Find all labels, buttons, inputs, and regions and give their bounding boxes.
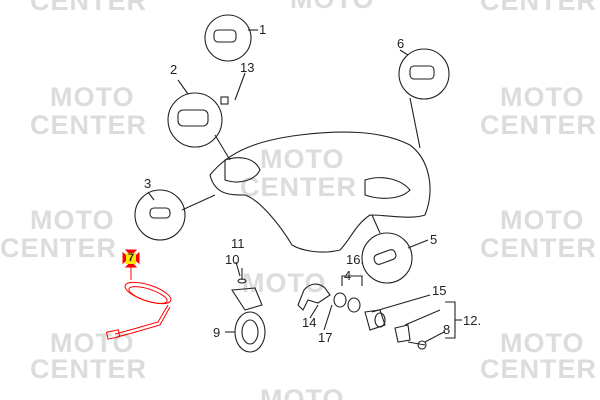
- watermark-text: CENTER: [480, 110, 598, 140]
- detail-circle-1: [204, 14, 252, 62]
- horn-part: [225, 261, 266, 353]
- watermark-text: MOTO: [242, 268, 327, 298]
- callout-15[interactable]: 15: [432, 283, 447, 298]
- watermark-text: CENTER: [30, 110, 148, 140]
- callout-7-selected[interactable]: 7: [126, 252, 137, 264]
- watermark-text: CENTER: [480, 354, 598, 384]
- detail-circle-6: [398, 48, 450, 100]
- watermark-text: MOTO: [500, 205, 585, 235]
- watermark-text: CENTER: [30, 354, 148, 384]
- callout-17[interactable]: 17: [318, 330, 333, 345]
- watermark-text: MOTO: [50, 82, 135, 112]
- watermark-text: MOTO: [30, 205, 115, 235]
- watermark-text: CENTER: [0, 233, 118, 263]
- callout-16[interactable]: 16.: [346, 252, 365, 267]
- highlighted-cable-part-7: [105, 249, 172, 340]
- front-shield: [209, 131, 431, 253]
- callout-9[interactable]: 9: [213, 325, 221, 340]
- callout-6[interactable]: 6: [397, 36, 405, 51]
- watermark-text: MOTO: [500, 328, 585, 358]
- socket-14: [297, 283, 331, 311]
- callout-12[interactable]: 12.: [463, 313, 482, 328]
- watermark-text: MOTO: [260, 144, 345, 174]
- watermark-text: MOTO: [500, 82, 585, 112]
- watermark-text: CENTER: [480, 0, 598, 16]
- watermark-text: MOTO: [260, 384, 345, 400]
- callout-1[interactable]: 1: [259, 22, 267, 37]
- watermark-text: CENTER: [30, 0, 148, 16]
- callout-14[interactable]: 14: [302, 315, 317, 330]
- watermark-text: CENTER: [240, 172, 358, 202]
- detail-circle-2: [167, 92, 223, 148]
- watermark-text: CENTER: [480, 233, 598, 263]
- callout-11[interactable]: 11: [231, 236, 245, 251]
- callout-8[interactable]: 8: [443, 322, 451, 337]
- callout-13[interactable]: 13: [240, 60, 255, 75]
- detail-circle-3: [134, 189, 186, 241]
- callout-3[interactable]: 3: [144, 176, 152, 191]
- callout-10[interactable]: 10: [225, 252, 240, 267]
- callout-2[interactable]: 2: [170, 62, 178, 77]
- callout-5[interactable]: 5: [430, 232, 438, 247]
- callout-4[interactable]: 4: [344, 268, 352, 283]
- watermark-text: MOTO: [290, 0, 375, 13]
- detail-circle-5: [361, 232, 413, 284]
